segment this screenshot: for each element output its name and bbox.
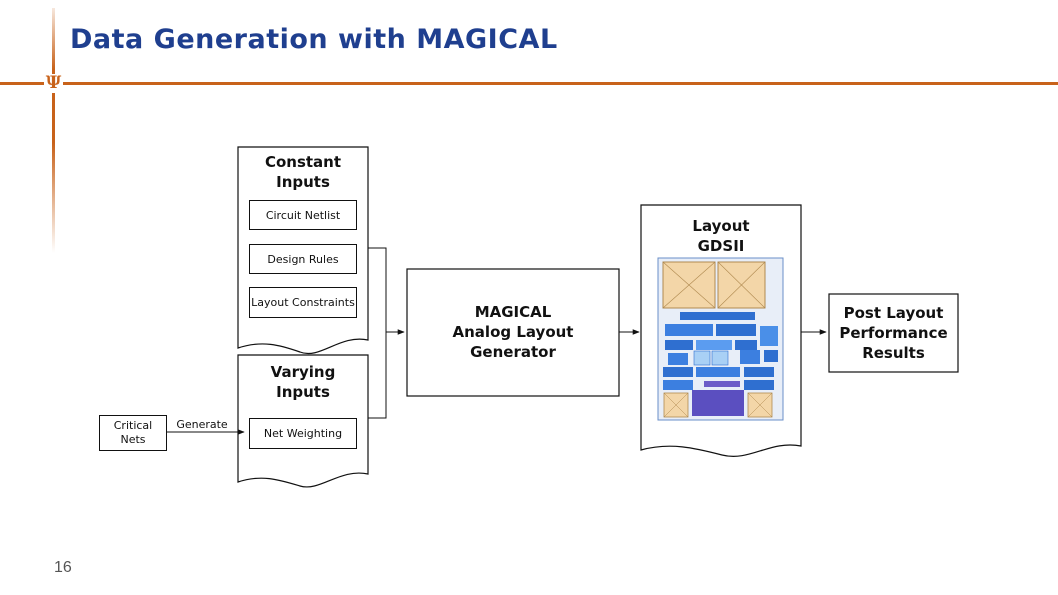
design-rules-box: Design Rules: [249, 244, 357, 274]
generator-line3: Generator: [470, 343, 556, 361]
university-logo-icon: Ψ: [44, 73, 63, 93]
generator-line2: Analog Layout: [452, 323, 574, 341]
circuit-netlist-box: Circuit Netlist: [249, 200, 357, 230]
critical-nets-box: Critical Nets: [99, 415, 167, 451]
constant-inputs-title-line1: Constant: [264, 153, 342, 171]
generator-label: MAGICAL Analog Layout Generator: [407, 302, 619, 362]
generator-box: [406, 268, 620, 397]
results-box: [828, 293, 959, 373]
page-title: Data Generation with MAGICAL: [70, 24, 558, 55]
critical-nets-line1: Critical: [113, 419, 153, 432]
layout-image: [657, 257, 784, 421]
varying-inputs-title-line1: Varying: [270, 363, 336, 381]
horizontal-accent-line: [0, 82, 1058, 85]
layout-line1: Layout: [692, 217, 750, 235]
results-line1: Post Layout: [843, 304, 944, 322]
varying-inputs-title-line2: Inputs: [276, 383, 330, 401]
results-line2: Performance: [839, 324, 948, 342]
net-weighting-box: Net Weighting: [249, 418, 357, 449]
layout-gdsii-label: Layout GDSII: [641, 216, 801, 256]
vertical-accent-line: [52, 8, 55, 253]
constant-inputs-title: Constant Inputs: [238, 152, 368, 192]
page-number: 16: [54, 559, 72, 576]
layout-line2: GDSII: [697, 237, 745, 255]
results-label: Post Layout Performance Results: [829, 303, 958, 363]
layout-constraints-box: Layout Constraints: [249, 287, 357, 318]
constant-inputs-title-line2: Inputs: [276, 173, 330, 191]
generator-line1: MAGICAL: [474, 303, 552, 321]
results-line3: Results: [862, 344, 925, 362]
varying-inputs-title: Varying Inputs: [238, 362, 368, 402]
critical-nets-line2: Nets: [120, 433, 146, 446]
inputs-bracket: [368, 247, 387, 419]
generate-label: Generate: [176, 418, 228, 431]
